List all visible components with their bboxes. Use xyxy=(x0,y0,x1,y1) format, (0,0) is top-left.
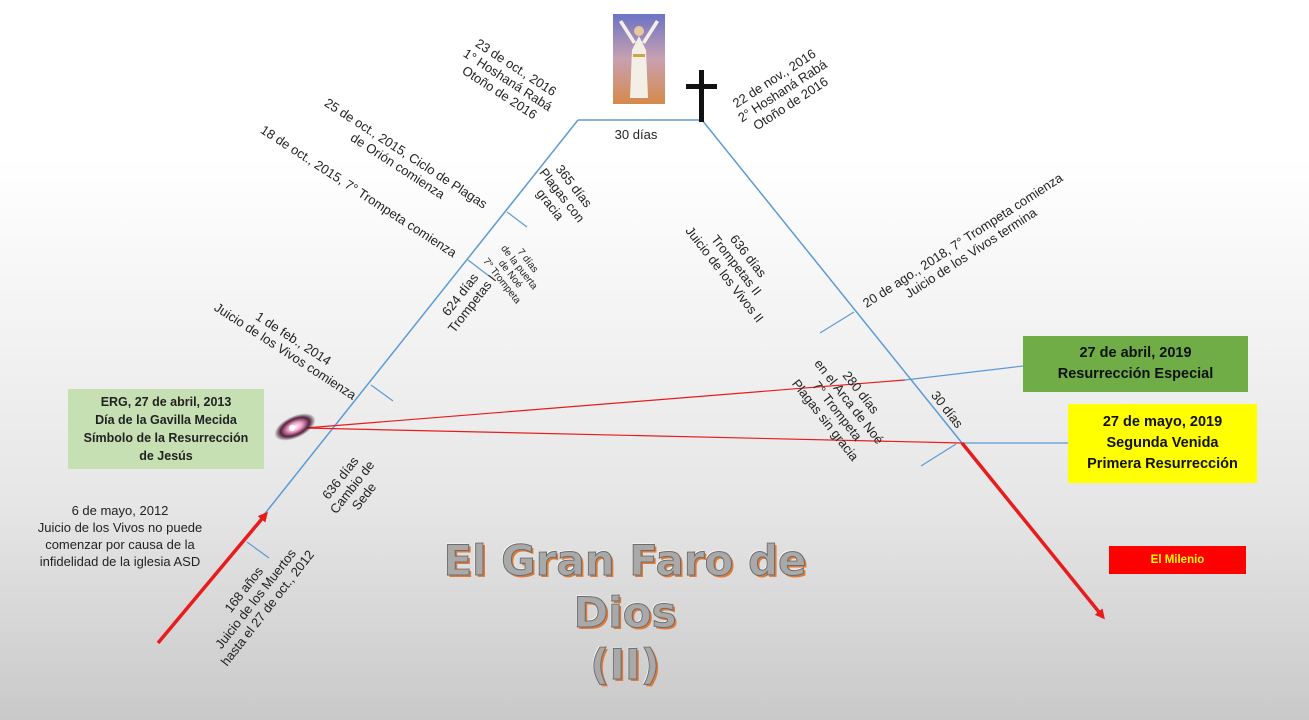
red-arrow-start xyxy=(156,511,268,645)
right-diagonal-line xyxy=(701,119,963,444)
red-arrow-millennium xyxy=(960,441,1105,620)
tick-2015b xyxy=(506,211,528,228)
label-may2012: 6 de mayo, 2012 Juicio de los Vivos no p… xyxy=(37,503,203,569)
left-diagonal-line xyxy=(262,119,579,517)
tick-2012 xyxy=(246,541,270,559)
box-erg: ERG, 27 de abril, 2013 Día de la Gavilla… xyxy=(68,389,264,469)
red-line-apr2019 xyxy=(304,379,906,429)
jesus-figure-image xyxy=(613,14,665,104)
tick-2015 xyxy=(467,259,490,277)
star-glow-icon xyxy=(274,413,316,441)
box-millennium: El Milenio xyxy=(1109,546,1246,574)
page-title: El Gran Faro de Dios (II) xyxy=(443,536,807,690)
cross-icon xyxy=(686,70,717,122)
box-apr2019: 27 de abril, 2019 Resurrección Especial xyxy=(1023,336,1248,392)
tick-2019 xyxy=(920,443,957,467)
tick-2014 xyxy=(370,384,394,402)
box-may2019: 27 de mayo, 2019 Segunda Venida Primera … xyxy=(1068,404,1257,483)
connector-apr2019 xyxy=(904,365,1024,381)
tick-2018 xyxy=(819,311,855,334)
label-days-30-top: 30 días xyxy=(614,127,658,142)
red-line-may2019 xyxy=(304,427,963,444)
